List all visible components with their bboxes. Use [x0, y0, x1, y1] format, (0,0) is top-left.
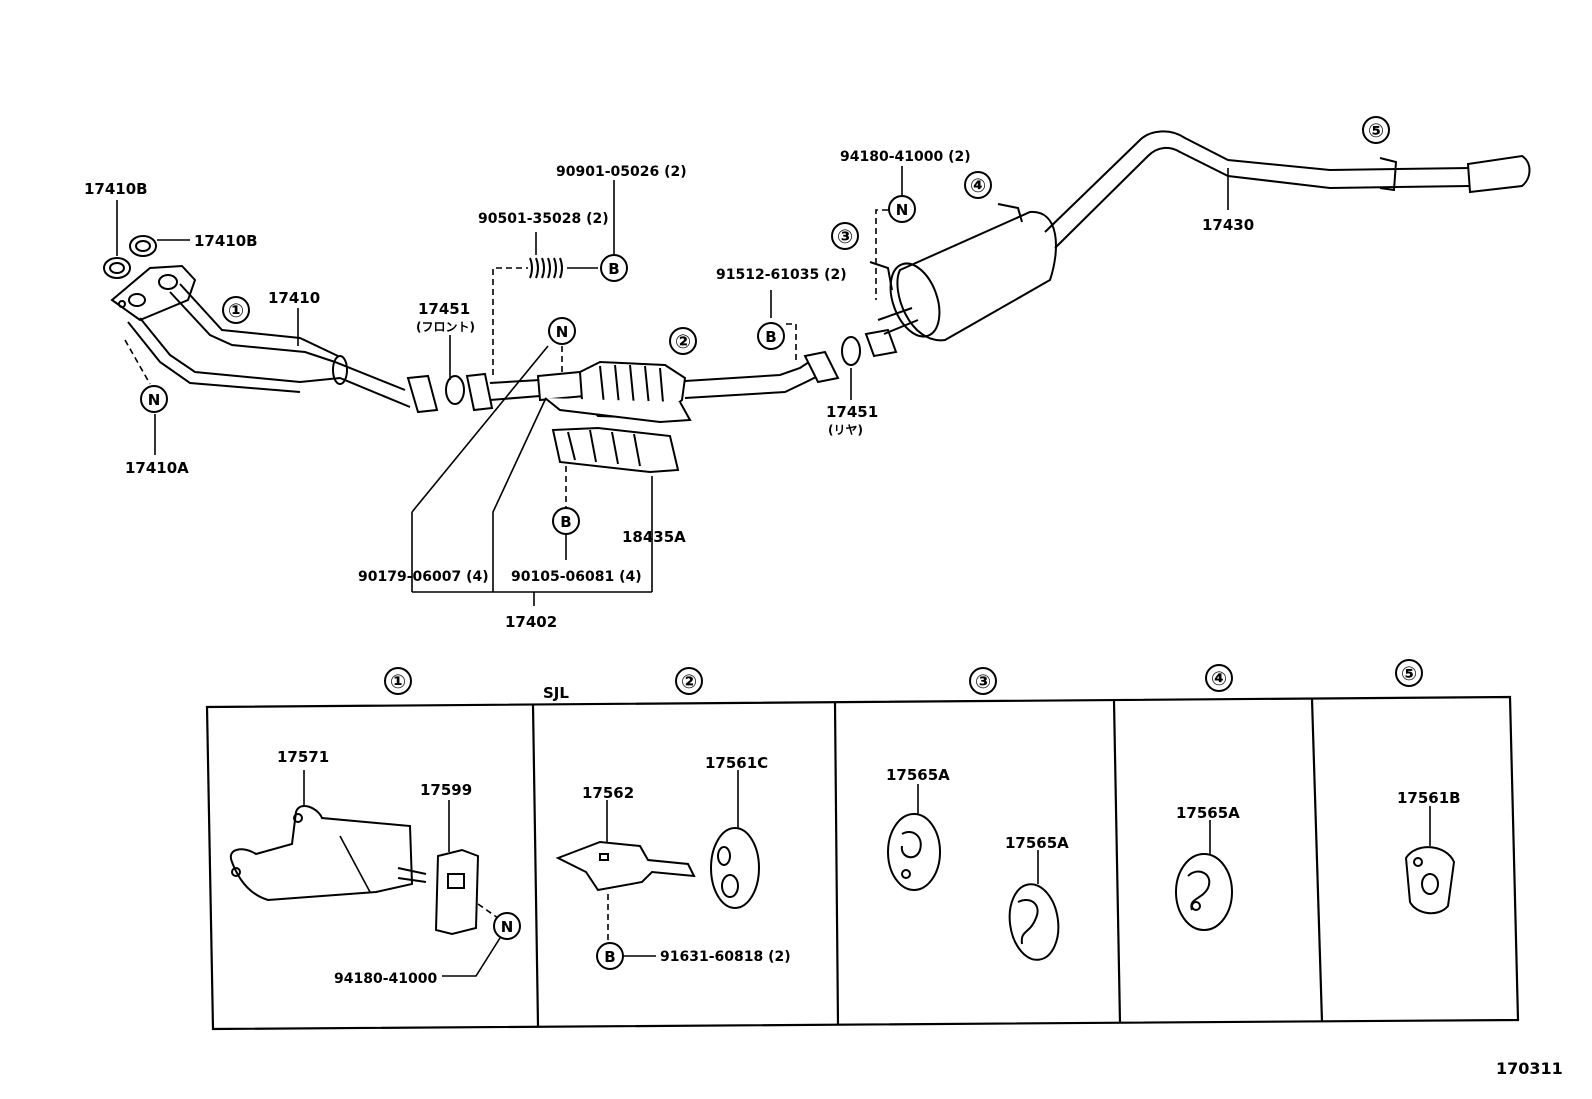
part-label-17565a-2: 17565A [1005, 834, 1069, 852]
part-label-91631: 91631-60818 (2) [660, 949, 791, 965]
ref-n-marker: N [888, 195, 916, 223]
upper-labels: 17410B 17410B 17410 17410A 17451 (フロント) … [84, 149, 1254, 631]
part-label-90501: 90501-35028 (2) [478, 211, 609, 227]
ref-n-marker: N [548, 317, 576, 345]
part-label-17451-rear: 17451 [826, 403, 878, 421]
part-label-90179: 90179-06007 (4) [358, 569, 489, 585]
callout-3: ③ [837, 226, 853, 248]
svg-text:N: N [148, 391, 161, 409]
ref-b-marker: B [757, 322, 785, 350]
detail-3-parts: 17565A 17565A [886, 766, 1069, 961]
front-note: (フロント) [416, 320, 475, 334]
part-label-17561c: 17561C [705, 754, 768, 772]
svg-text:B: B [608, 260, 619, 278]
ref-b-marker: B [552, 507, 580, 535]
ref-markers-upper: N B N B B N [140, 195, 916, 535]
part-label-17430: 17430 [1202, 216, 1254, 234]
part-label-17402: 17402 [505, 613, 557, 631]
callout-2: ② [675, 331, 691, 353]
part-label-90105: 90105-06081 (4) [511, 569, 642, 585]
part-label-94180-top: 94180-41000 (2) [840, 149, 971, 165]
part-label-17565a: 17565A [886, 766, 950, 784]
part-label-17562: 17562 [582, 784, 634, 802]
callout-5-detail: ⑤ [1401, 663, 1417, 685]
svg-text:N: N [556, 323, 569, 341]
ref-n-marker: N [501, 918, 514, 936]
callout-5: ⑤ [1368, 120, 1384, 142]
figure-id: 170311 [1496, 1059, 1563, 1078]
part-label-17410a: 17410A [125, 459, 189, 477]
part-label-17410b-2: 17410B [194, 232, 258, 250]
part-label-17561b: 17561B [1397, 789, 1461, 807]
detail-4-parts: 17565A [1175, 804, 1240, 931]
detail-1-parts: N 17571 17599 94180-41000 [229, 748, 521, 987]
part-label-90901: 90901-05026 (2) [556, 164, 687, 180]
callout-1-detail: ① [390, 671, 406, 693]
part-label-91512: 91512-61035 (2) [716, 267, 847, 283]
svg-text:B: B [765, 328, 776, 346]
callout-3-detail: ③ [975, 671, 991, 693]
part-label-17410: 17410 [268, 289, 320, 307]
detail-5-parts: 17561B [1397, 789, 1461, 915]
part-label-17599: 17599 [420, 781, 472, 799]
part-label-94180-bottom: 94180-41000 [334, 971, 437, 987]
callouts-upper: ① ② ③ ④ ⑤ [222, 116, 1390, 355]
svg-text:B: B [560, 513, 571, 531]
part-label-17451-front: 17451 [418, 300, 470, 318]
part-label-17571: 17571 [277, 748, 329, 766]
part-label-18435a: 18435A [622, 528, 686, 546]
callout-4: ④ [970, 175, 986, 197]
exhaust-assembly-drawing [103, 130, 1531, 474]
ref-n-marker: N [140, 385, 168, 413]
callouts-lower: ① ② ③ ④ ⑤ SJL [384, 659, 1423, 702]
detail-2-parts: B 91631-60818 (2) 17562 17561C [555, 754, 791, 970]
rear-note: (リヤ) [828, 423, 863, 437]
part-label-17565a-3: 17565A [1176, 804, 1240, 822]
part-label-17410b: 17410B [84, 180, 148, 198]
detail-boxes [205, 695, 1520, 1031]
callout-2-detail: ② [681, 671, 697, 693]
svg-text:N: N [896, 201, 909, 219]
ref-b-marker: B [600, 254, 628, 282]
callout-4-detail: ④ [1211, 668, 1227, 690]
leader-lines [116, 166, 1229, 606]
ref-b-marker: B [604, 948, 615, 966]
spring-bolt-icon [529, 257, 563, 279]
section-label: SJL [543, 684, 569, 702]
callout-1: ① [228, 300, 244, 322]
